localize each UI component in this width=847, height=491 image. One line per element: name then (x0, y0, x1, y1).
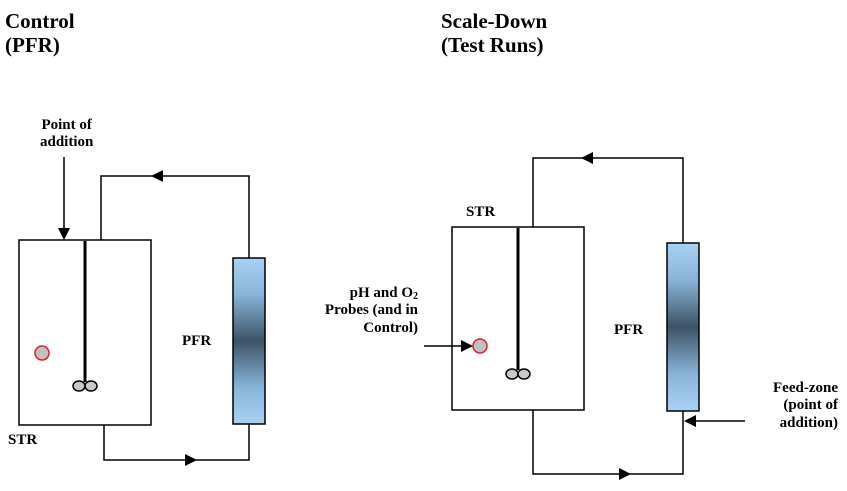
control-pfr-column (232, 257, 266, 425)
control-addition-arrowhead (58, 228, 70, 240)
control-impeller (72, 380, 98, 392)
point-of-addition-label: Point of addition (40, 117, 94, 151)
scale-down-top-loop-line (532, 157, 684, 243)
scale-down-pfr-column (666, 242, 700, 412)
probe-pointer-arrowhead (461, 340, 473, 352)
control-title: Control (PFR) (5, 9, 75, 58)
scale-down-bottom-flow-arrow (619, 468, 631, 480)
control-pfr-label: PFR (182, 333, 212, 349)
control-top-loop-line (100, 175, 250, 258)
scale-down-title: Scale-Down (Test Runs) (441, 9, 548, 58)
control-bottom-flow-arrow (185, 454, 197, 466)
scale-down-setup (424, 152, 745, 480)
control-top-flow-arrow (151, 170, 163, 182)
scale-down-bottom-loop-line (532, 410, 684, 475)
scale-down-str-label: STR (466, 204, 496, 220)
scale-down-pfr-label: PFR (614, 322, 644, 338)
feed-zone-arrowhead (684, 415, 696, 427)
control-probe (34, 345, 50, 361)
scale-down-probe (472, 338, 488, 354)
scale-down-top-flow-arrow (581, 152, 593, 164)
probes-label: pH and O2 Probes (and in Control) (324, 285, 418, 336)
feed-zone-label: Feed-zone (point of addition) (773, 380, 838, 431)
control-bottom-loop-line (103, 424, 250, 461)
scale-down-impeller (505, 368, 531, 380)
control-str-label: STR (8, 432, 38, 448)
control-setup (18, 157, 266, 466)
